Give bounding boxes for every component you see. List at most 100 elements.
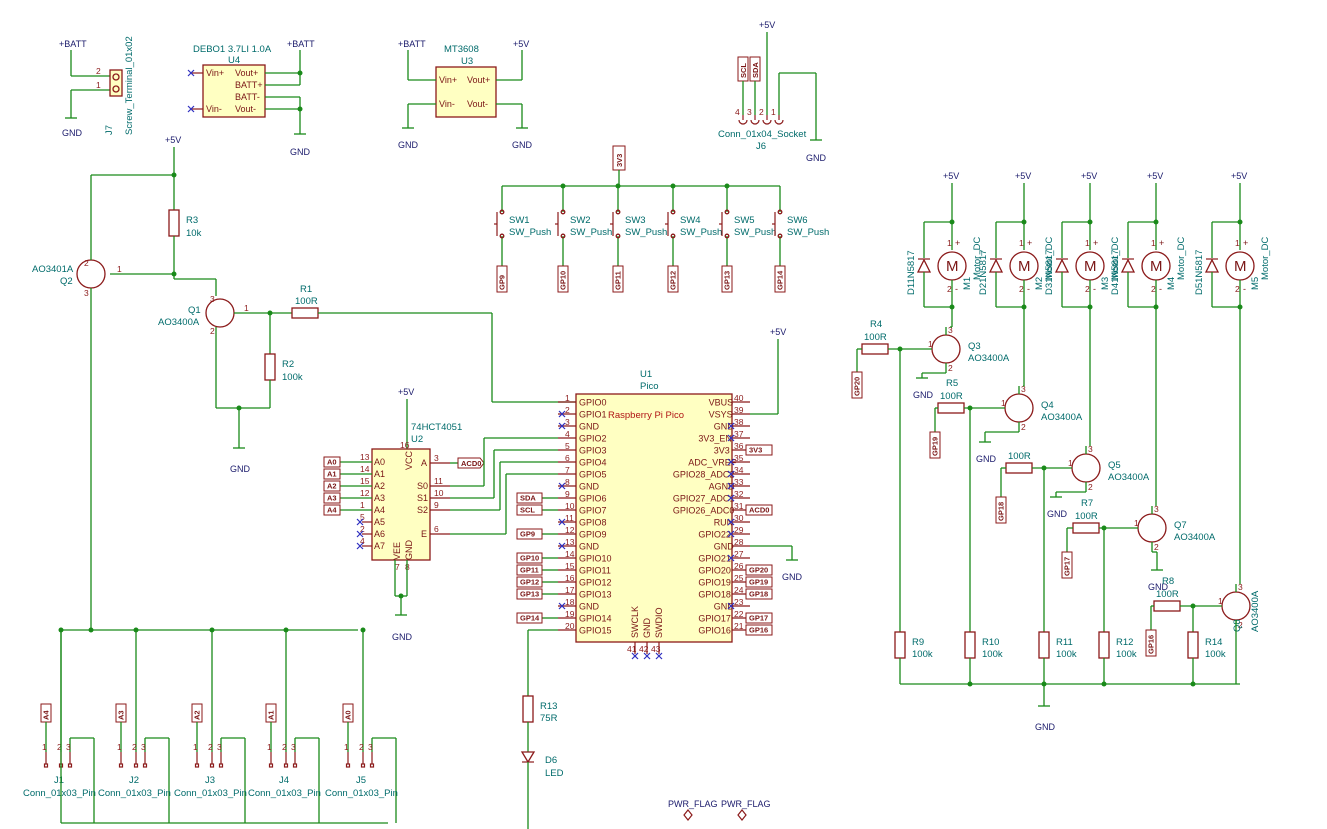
- svg-text:3V3_EN: 3V3_EN: [698, 434, 732, 444]
- net-gp12-label: GP12: [669, 271, 678, 290]
- svg-text:16: 16: [565, 573, 575, 583]
- u1-pico: U1 Pico Raspberry Pi Pico GPIO01GPIO12GN…: [516, 327, 803, 829]
- svg-text:3: 3: [747, 107, 752, 117]
- j7-value: Screw_Terminal_01x02: [124, 36, 135, 135]
- net-gp13-label: GP13: [520, 590, 539, 599]
- net-scl-label: SCL: [520, 506, 535, 515]
- svg-text:D6: D6: [545, 755, 557, 766]
- svg-text:R1: R1: [300, 284, 312, 295]
- svg-text:2: 2: [759, 107, 764, 117]
- net-a2-label: A2: [193, 710, 202, 720]
- svg-text:7: 7: [395, 562, 400, 572]
- svg-text:GPIO13: GPIO13: [579, 590, 612, 600]
- svg-text:+: +: [1159, 238, 1164, 248]
- svg-text:5: 5: [565, 441, 570, 451]
- svg-text:10: 10: [565, 501, 575, 511]
- svg-text:R14: R14: [1205, 637, 1222, 648]
- svg-text:VBUS: VBUS: [709, 398, 734, 408]
- svg-text:2: 2: [948, 363, 953, 373]
- net-a0-label: A0: [344, 710, 353, 720]
- svg-text:1: 1: [565, 393, 570, 403]
- svg-text:SW2: SW2: [570, 215, 591, 226]
- svg-text:A2: A2: [374, 481, 385, 491]
- power-switch-section: +5V R3 10k 1 2 3 AO3401A Q2 GND 1 3 2 Q1: [32, 135, 576, 630]
- svg-text:GND: GND: [512, 140, 533, 150]
- net-a3-label: A3: [327, 494, 337, 503]
- svg-text:GND: GND: [714, 542, 735, 552]
- svg-text:4: 4: [565, 429, 570, 439]
- svg-text:30: 30: [734, 513, 744, 523]
- svg-text:GPIO26_ADC0: GPIO26_ADC0: [673, 506, 735, 516]
- svg-text:VCC: VCC: [404, 450, 414, 470]
- svg-text:R4: R4: [870, 319, 882, 330]
- svg-text:A0: A0: [374, 457, 385, 467]
- svg-text:26: 26: [734, 561, 744, 571]
- svg-text:R2: R2: [282, 359, 294, 370]
- svg-text:Conn_01x03_Pin: Conn_01x03_Pin: [174, 788, 247, 799]
- svg-text:24: 24: [734, 585, 744, 595]
- svg-text:GND: GND: [579, 542, 600, 552]
- svg-text:SDA: SDA: [751, 62, 760, 78]
- svg-text:1: 1: [267, 742, 272, 752]
- svg-text:R7: R7: [1081, 498, 1093, 509]
- svg-text:A3: A3: [374, 493, 385, 503]
- svg-text:1: 1: [947, 238, 952, 248]
- svg-text:GND: GND: [714, 602, 735, 612]
- svg-text:3: 3: [1021, 384, 1026, 394]
- svg-text:3: 3: [1238, 582, 1243, 592]
- svg-text:GPIO22: GPIO22: [698, 530, 731, 540]
- q2-pmos: [76, 259, 106, 289]
- svg-text:SCL: SCL: [739, 63, 748, 78]
- svg-text:+: +: [1027, 238, 1032, 248]
- svg-text:M: M: [946, 258, 959, 275]
- svg-text:21: 21: [734, 621, 744, 631]
- svg-text:GND: GND: [782, 572, 803, 582]
- svg-text:41: 41: [627, 644, 637, 654]
- svg-text:33: 33: [734, 477, 744, 487]
- svg-text:SW_Push: SW_Push: [509, 227, 551, 238]
- svg-text:23: 23: [734, 597, 744, 607]
- svg-text:GPIO17: GPIO17: [698, 614, 731, 624]
- svg-text:2: 2: [1019, 284, 1024, 294]
- svg-text:Q7: Q7: [1174, 520, 1187, 531]
- gnd-power-symbol: GND: [62, 128, 83, 138]
- svg-text:S0: S0: [417, 481, 428, 491]
- svg-text:16: 16: [400, 440, 410, 450]
- svg-text:9: 9: [434, 500, 439, 510]
- svg-text:SW_Push: SW_Push: [570, 227, 612, 238]
- svg-text:GND: GND: [392, 632, 413, 642]
- svg-text:A: A: [421, 458, 427, 468]
- svg-text:S2: S2: [417, 505, 428, 515]
- svg-text:A6: A6: [374, 529, 385, 539]
- svg-text:GPIO20: GPIO20: [698, 566, 731, 576]
- svg-text:2: 2: [359, 742, 364, 752]
- svg-text:GPIO15: GPIO15: [579, 626, 612, 636]
- svg-text:GPIO1: GPIO1: [579, 410, 607, 420]
- svg-text:GPIO8: GPIO8: [579, 518, 607, 528]
- svg-text:10: 10: [434, 488, 444, 498]
- svg-text:GPIO12: GPIO12: [579, 578, 612, 588]
- svg-text:100k: 100k: [1205, 649, 1226, 660]
- svg-text:17: 17: [565, 585, 575, 595]
- svg-text:3: 3: [210, 294, 215, 304]
- svg-text:Vout-: Vout-: [235, 104, 256, 114]
- svg-text:R10: R10: [982, 637, 999, 648]
- svg-text:5: 5: [360, 512, 365, 522]
- svg-text:1: 1: [928, 339, 933, 349]
- svg-text:75R: 75R: [540, 713, 558, 724]
- svg-text:-: -: [1093, 284, 1096, 294]
- svg-text:6: 6: [434, 524, 439, 534]
- svg-text:29: 29: [734, 525, 744, 535]
- svg-text:3: 3: [66, 742, 71, 752]
- r2-resistor: [264, 353, 276, 381]
- svg-text:SW3: SW3: [625, 215, 646, 226]
- svg-text:SW4: SW4: [680, 215, 701, 226]
- svg-text:Vin+: Vin+: [439, 75, 457, 85]
